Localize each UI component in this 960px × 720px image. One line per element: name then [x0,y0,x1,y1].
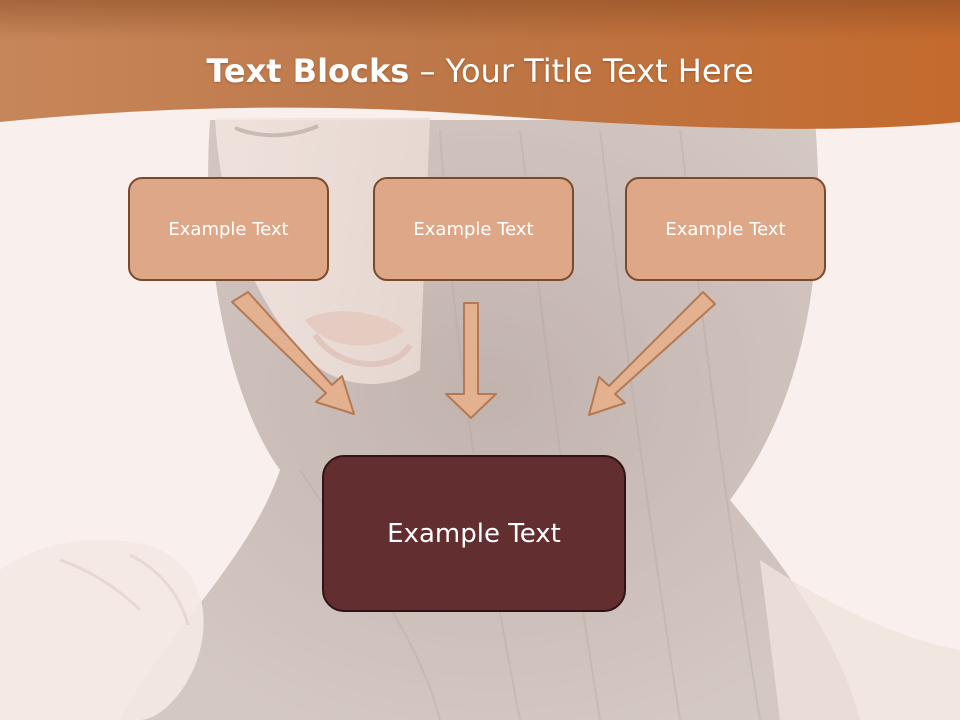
arrow-right-diagonal [588,291,716,416]
text-box-center[interactable]: Example Text [373,177,574,281]
arrow-left-diagonal [231,291,355,415]
main-text-box[interactable]: Example Text [322,455,626,612]
text-box-right[interactable]: Example Text [625,177,826,281]
slide-title: Text Blocks – Your Title Text Here [0,52,960,90]
text-box-center-label: Example Text [413,218,534,240]
text-box-left[interactable]: Example Text [128,177,329,281]
main-text-box-label: Example Text [387,518,561,549]
title-separator: – [419,52,436,90]
title-bold: Text Blocks [206,52,410,90]
text-box-right-label: Example Text [665,218,786,240]
arrow-center-vertical [445,302,497,419]
title-rest: Your Title Text Here [445,52,754,90]
text-box-left-label: Example Text [168,218,289,240]
